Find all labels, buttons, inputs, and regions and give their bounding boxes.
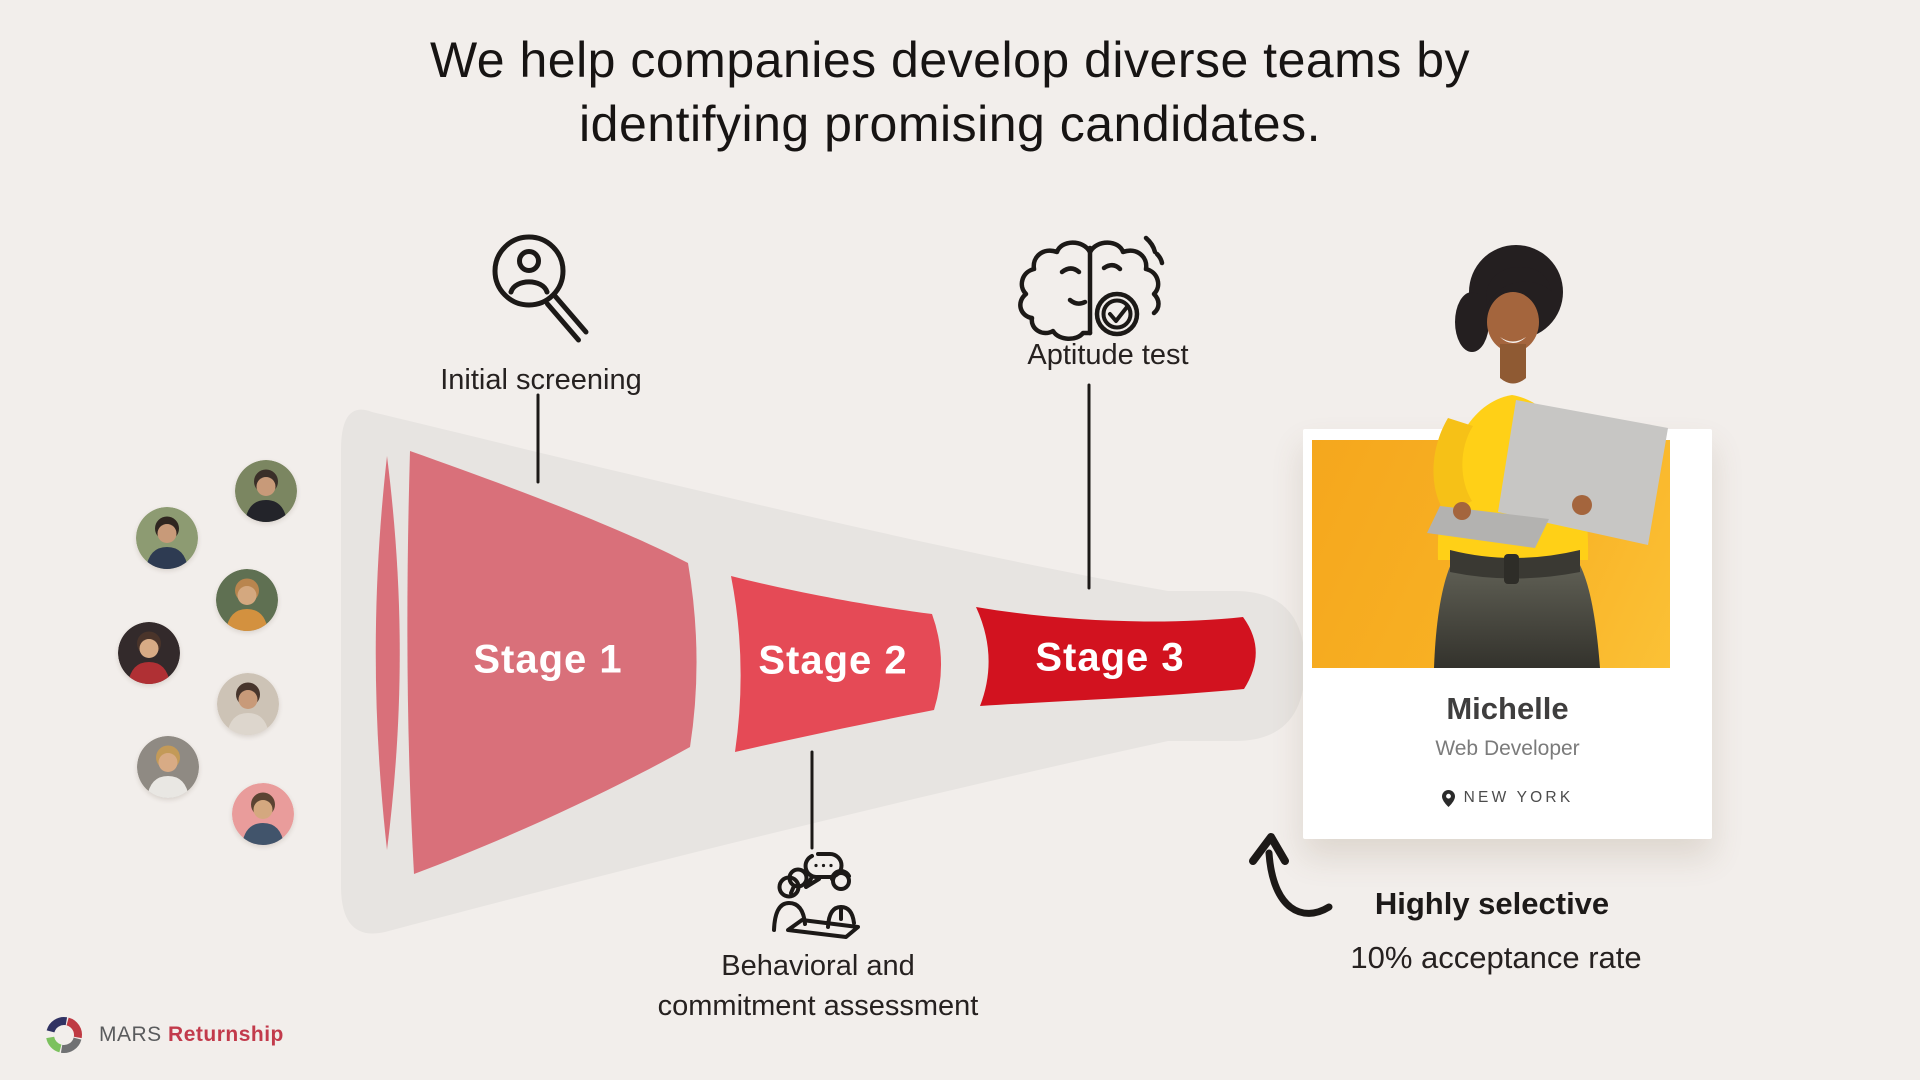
candidate-name: Michelle (1446, 691, 1569, 726)
brand-logo: MARS Returnship (41, 1012, 284, 1058)
candidate-avatar-4 (118, 622, 180, 684)
person-magnifier-icon (492, 234, 589, 343)
person-portrait-icon (216, 569, 278, 631)
logo-product-text: Returnship (168, 1023, 284, 1046)
arrow-up-icon (1249, 833, 1333, 917)
step-label-aptitude-test: Aptitude test (1027, 339, 1189, 371)
callout-subtitle: 10% acceptance rate (1350, 940, 1642, 975)
candidate-avatar-3 (216, 569, 278, 631)
stage-3-label: Stage 3 (1035, 635, 1185, 680)
brain-checkmark-icon (1018, 235, 1165, 341)
step-label-initial-screening: Initial screening (440, 364, 642, 396)
interview-discussion-icon (772, 852, 860, 939)
person-portrait-icon (137, 736, 199, 798)
candidate-photo-figure (1427, 245, 1668, 668)
candidate-location: NEW YORK (1303, 789, 1712, 807)
logo-brand-text: MARS (99, 1023, 162, 1046)
stage-1-label: Stage 1 (473, 637, 623, 682)
funnel-mouth-rim (375, 456, 400, 850)
candidate-role: Web Developer (1435, 737, 1580, 760)
person-portrait-icon (235, 460, 297, 522)
person-portrait-icon (118, 622, 180, 684)
person-portrait-icon (217, 673, 279, 735)
logo-ring-icon (46, 1017, 82, 1053)
page-title-line2: identifying promising candidates. (579, 96, 1321, 152)
candidate-avatar-6 (137, 736, 199, 798)
candidate-avatar-5 (217, 673, 279, 735)
person-portrait-icon (136, 507, 198, 569)
step-label-behavioral: Behavioral and commitment assessment (657, 950, 979, 1022)
page-title-line1: We help companies develop diverse teams … (429, 32, 1471, 88)
page-title: We help companies develop diverse teams … (430, 28, 1470, 156)
callout-title: Highly selective (1374, 886, 1610, 921)
woman-with-laptop-illustration (1427, 245, 1668, 668)
candidate-avatar-1 (235, 460, 297, 522)
logo-wordmark: MARS Returnship (99, 1023, 284, 1047)
stage-2-label: Stage 2 (758, 638, 908, 683)
candidate-avatar-2 (136, 507, 198, 569)
person-portrait-icon (232, 783, 294, 845)
candidate-avatar-7 (232, 783, 294, 845)
location-pin-icon (1441, 789, 1455, 807)
candidate-location-text: NEW YORK (1463, 789, 1574, 806)
